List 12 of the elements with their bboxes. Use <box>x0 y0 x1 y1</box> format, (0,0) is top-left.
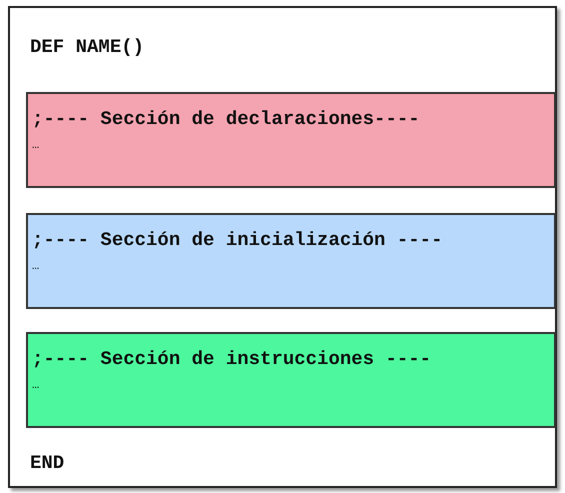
code-section-box <box>26 213 556 309</box>
code-line: DEF NAME() <box>30 36 144 58</box>
program-frame <box>8 6 557 488</box>
ellipsis: … <box>32 138 40 152</box>
ellipsis: … <box>32 259 40 273</box>
section-comment: ;---- Sección de declaraciones---- <box>32 108 420 130</box>
code-line: END <box>30 452 64 474</box>
code-section-box <box>26 332 556 428</box>
section-comment: ;---- Sección de inicialización ---- <box>32 229 442 251</box>
ellipsis: … <box>32 378 40 392</box>
section-comment: ;---- Sección de instrucciones ---- <box>32 348 432 370</box>
code-section-box <box>26 92 556 188</box>
